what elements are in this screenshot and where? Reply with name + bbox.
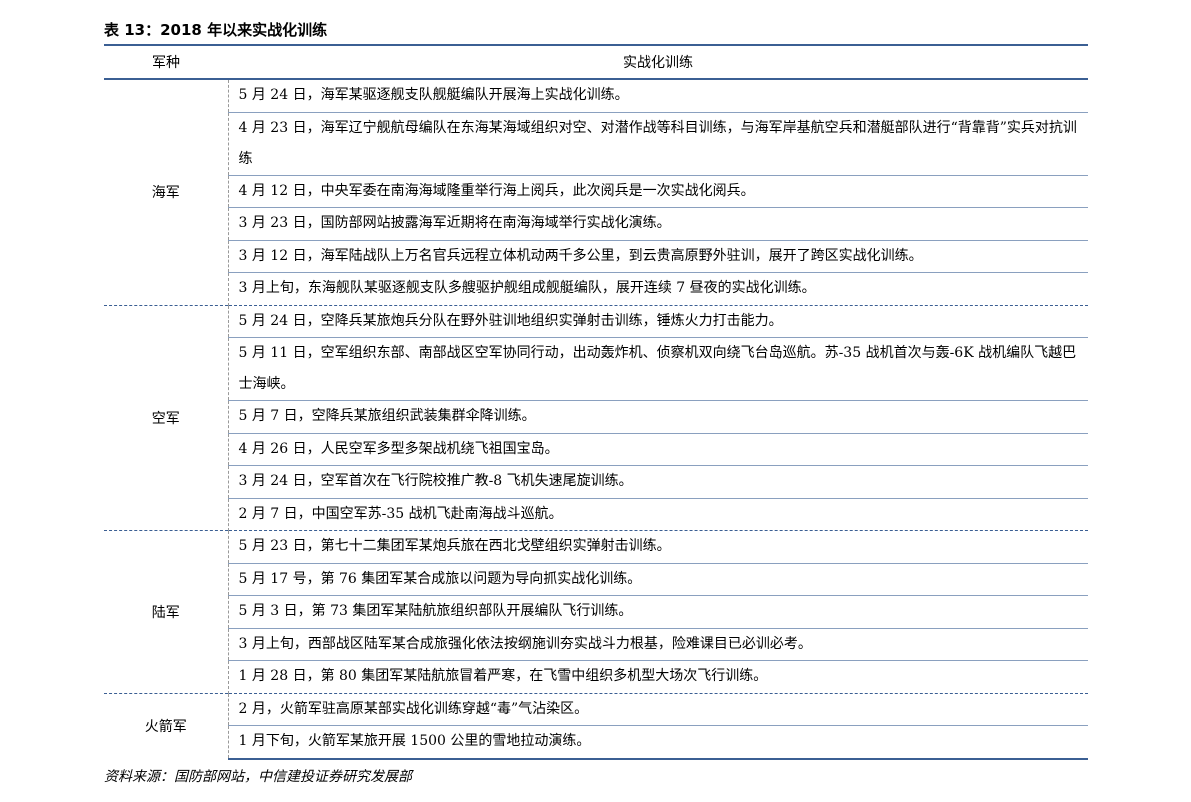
training-item-cell: 4 月 23 日，海军辽宁舰航母编队在东海某海域组织对空、对潜作战等科目训练，与… bbox=[228, 111, 1088, 175]
training-item-cell: 5 月 3 日，第 73 集团军某陆航旅组织部队开展编队飞行训练。 bbox=[228, 595, 1088, 628]
training-item-cell: 5 月 24 日，海军某驱逐舰支队舰艇编队开展海上实战化训练。 bbox=[238, 87, 629, 103]
source-note: 资料来源：国防部网站，中信建投证券研究发展部 bbox=[104, 768, 412, 785]
training-item-cell: 5 月 17 号，第 76 集团军某合成旅以问题为导向抓实战化训练。 bbox=[228, 562, 1088, 596]
table-row: 4 月 12 日，中央军委在南海海域隆重举行海上阅兵，此次阅兵是一次实战化阅兵。 bbox=[104, 174, 1088, 208]
training-item-cell: 3 月上旬，东海舰队某驱逐舰支队多艘驱护舰组成舰艇编队，展开连续 7 昼夜的实战… bbox=[228, 272, 1088, 305]
table-row: 5 月 17 号，第 76 集团军某合成旅以问题为导向抓实战化训练。 bbox=[104, 562, 1088, 596]
table-row: 3 月 24 日，空军首次在飞行院校推广教-8 飞机失速尾旋训练。 bbox=[104, 465, 1088, 498]
table-row: 1 月下旬，火箭军某旅开展 1500 公里的雪地拉动演练。 bbox=[104, 725, 1088, 760]
training-item-cell: 5 月 24 日，空降兵某旅炮兵分队在野外驻训地组织实弹射击训练，锤炼火力打击能… bbox=[228, 304, 1088, 338]
table-header-row: 军种 实战化训练 bbox=[104, 44, 1088, 80]
branch-cell: 海军 bbox=[104, 79, 229, 305]
training-item-cell: 3 月 12 日，海军陆战队上万名官兵远程立体机动两千多公里，到云贵高原野外驻训… bbox=[228, 239, 1088, 273]
training-item-cell: 4 月 26 日，人民空军多型多架战机绕飞祖国宝岛。 bbox=[228, 432, 1088, 466]
training-item-cell: 3 月 24 日，空军首次在飞行院校推广教-8 飞机失速尾旋训练。 bbox=[228, 465, 1088, 498]
table-row: 5 月 3 日，第 73 集团军某陆航旅组织部队开展编队飞行训练。 bbox=[104, 595, 1088, 628]
training-item-cell: 3 月 23 日，国防部网站披露海军近期将在南海海域举行实战化演练。 bbox=[228, 207, 1088, 240]
branch-cell: 陆军 bbox=[104, 530, 229, 693]
table-row: 3 月 12 日，海军陆战队上万名官兵远程立体机动两千多公里，到云贵高原野外驻训… bbox=[104, 239, 1088, 273]
table-row: 5 月 11 日，空军组织东部、南部战区空军协同行动，出动轰炸机、侦察机双向绕飞… bbox=[104, 337, 1088, 401]
table-row: 1 月 28 日，第 80 集团军某陆航旅冒着严寒，在飞雪中组织多机型大场次飞行… bbox=[104, 660, 1088, 693]
training-item-cell: 5 月 11 日，空军组织东部、南部战区空军协同行动，出动轰炸机、侦察机双向绕飞… bbox=[228, 337, 1088, 401]
header-branch: 军种 bbox=[104, 44, 228, 80]
training-item-cell: 4 月 12 日，中央军委在南海海域隆重举行海上阅兵，此次阅兵是一次实战化阅兵。 bbox=[228, 174, 1088, 208]
branch-cell: 空军 bbox=[104, 304, 229, 531]
training-item-cell: 1 月下旬，火箭军某旅开展 1500 公里的雪地拉动演练。 bbox=[228, 725, 1088, 760]
table-row: 5 月 7 日，空降兵某旅组织武装集群伞降训练。 bbox=[104, 400, 1088, 433]
training-item-cell: 5 月 23 日，第七十二集团军某炮兵旅在西北戈壁组织实弹射击训练。 bbox=[228, 530, 1088, 563]
training-item-cell: 1 月 28 日，第 80 集团军某陆航旅冒着严寒，在飞雪中组织多机型大场次飞行… bbox=[228, 660, 1088, 693]
training-item-cell: 2 月 7 日，中国空军苏-35 战机飞赴南海战斗巡航。 bbox=[228, 497, 1088, 531]
table-row: 3 月 23 日，国防部网站披露海军近期将在南海海域举行实战化演练。 bbox=[104, 207, 1088, 240]
table-body: 海军 5 月 24 日，海军某驱逐舰支队舰艇编队开展海上实战化训练。 4 月 23 … bbox=[104, 79, 1088, 760]
table-row: 海军 5 月 24 日，海军某驱逐舰支队舰艇编队开展海上实战化训练。 bbox=[104, 79, 1088, 305]
training-table: 军种 实战化训练 海军 5 月 24 日，海军某驱逐舰支队舰艇编队开展海上实战化训… bbox=[104, 44, 1088, 760]
training-item-cell: 5 月 7 日，空降兵某旅组织武装集群伞降训练。 bbox=[228, 400, 1088, 433]
table-row: 3 月上旬，东海舰队某驱逐舰支队多艘驱护舰组成舰艇编队，展开连续 7 昼夜的实战… bbox=[104, 272, 1088, 305]
document-page: 表 13：2018 年以来实战化训练 军种 实战化训练 海军 5 月 24 日，海… bbox=[104, 16, 1088, 786]
table-title: 表 13：2018 年以来实战化训练 bbox=[104, 21, 328, 39]
table-row: 3 月上旬，西部战区陆军某合成旅强化依法按纲施训夯实战斗力根基，险难课目已必训必… bbox=[104, 627, 1088, 661]
table-row: 4 月 23 日，海军辽宁舰航母编队在东海某海域组织对空、对潜作战等科目训练，与… bbox=[104, 111, 1088, 175]
training-item-cell: 3 月上旬，西部战区陆军某合成旅强化依法按纲施训夯实战斗力根基，险难课目已必训必… bbox=[228, 627, 1088, 661]
table-row: 2 月 7 日，中国空军苏-35 战机飞赴南海战斗巡航。 bbox=[104, 497, 1088, 531]
header-training: 实战化训练 bbox=[228, 44, 1088, 80]
table-row: 4 月 26 日，人民空军多型多架战机绕飞祖国宝岛。 bbox=[104, 432, 1088, 466]
training-item-cell: 2 月，火箭军驻高原某部实战化训练穿越“毒”气沾染区。 bbox=[228, 692, 1088, 726]
branch-cell: 火箭军 bbox=[104, 692, 229, 759]
